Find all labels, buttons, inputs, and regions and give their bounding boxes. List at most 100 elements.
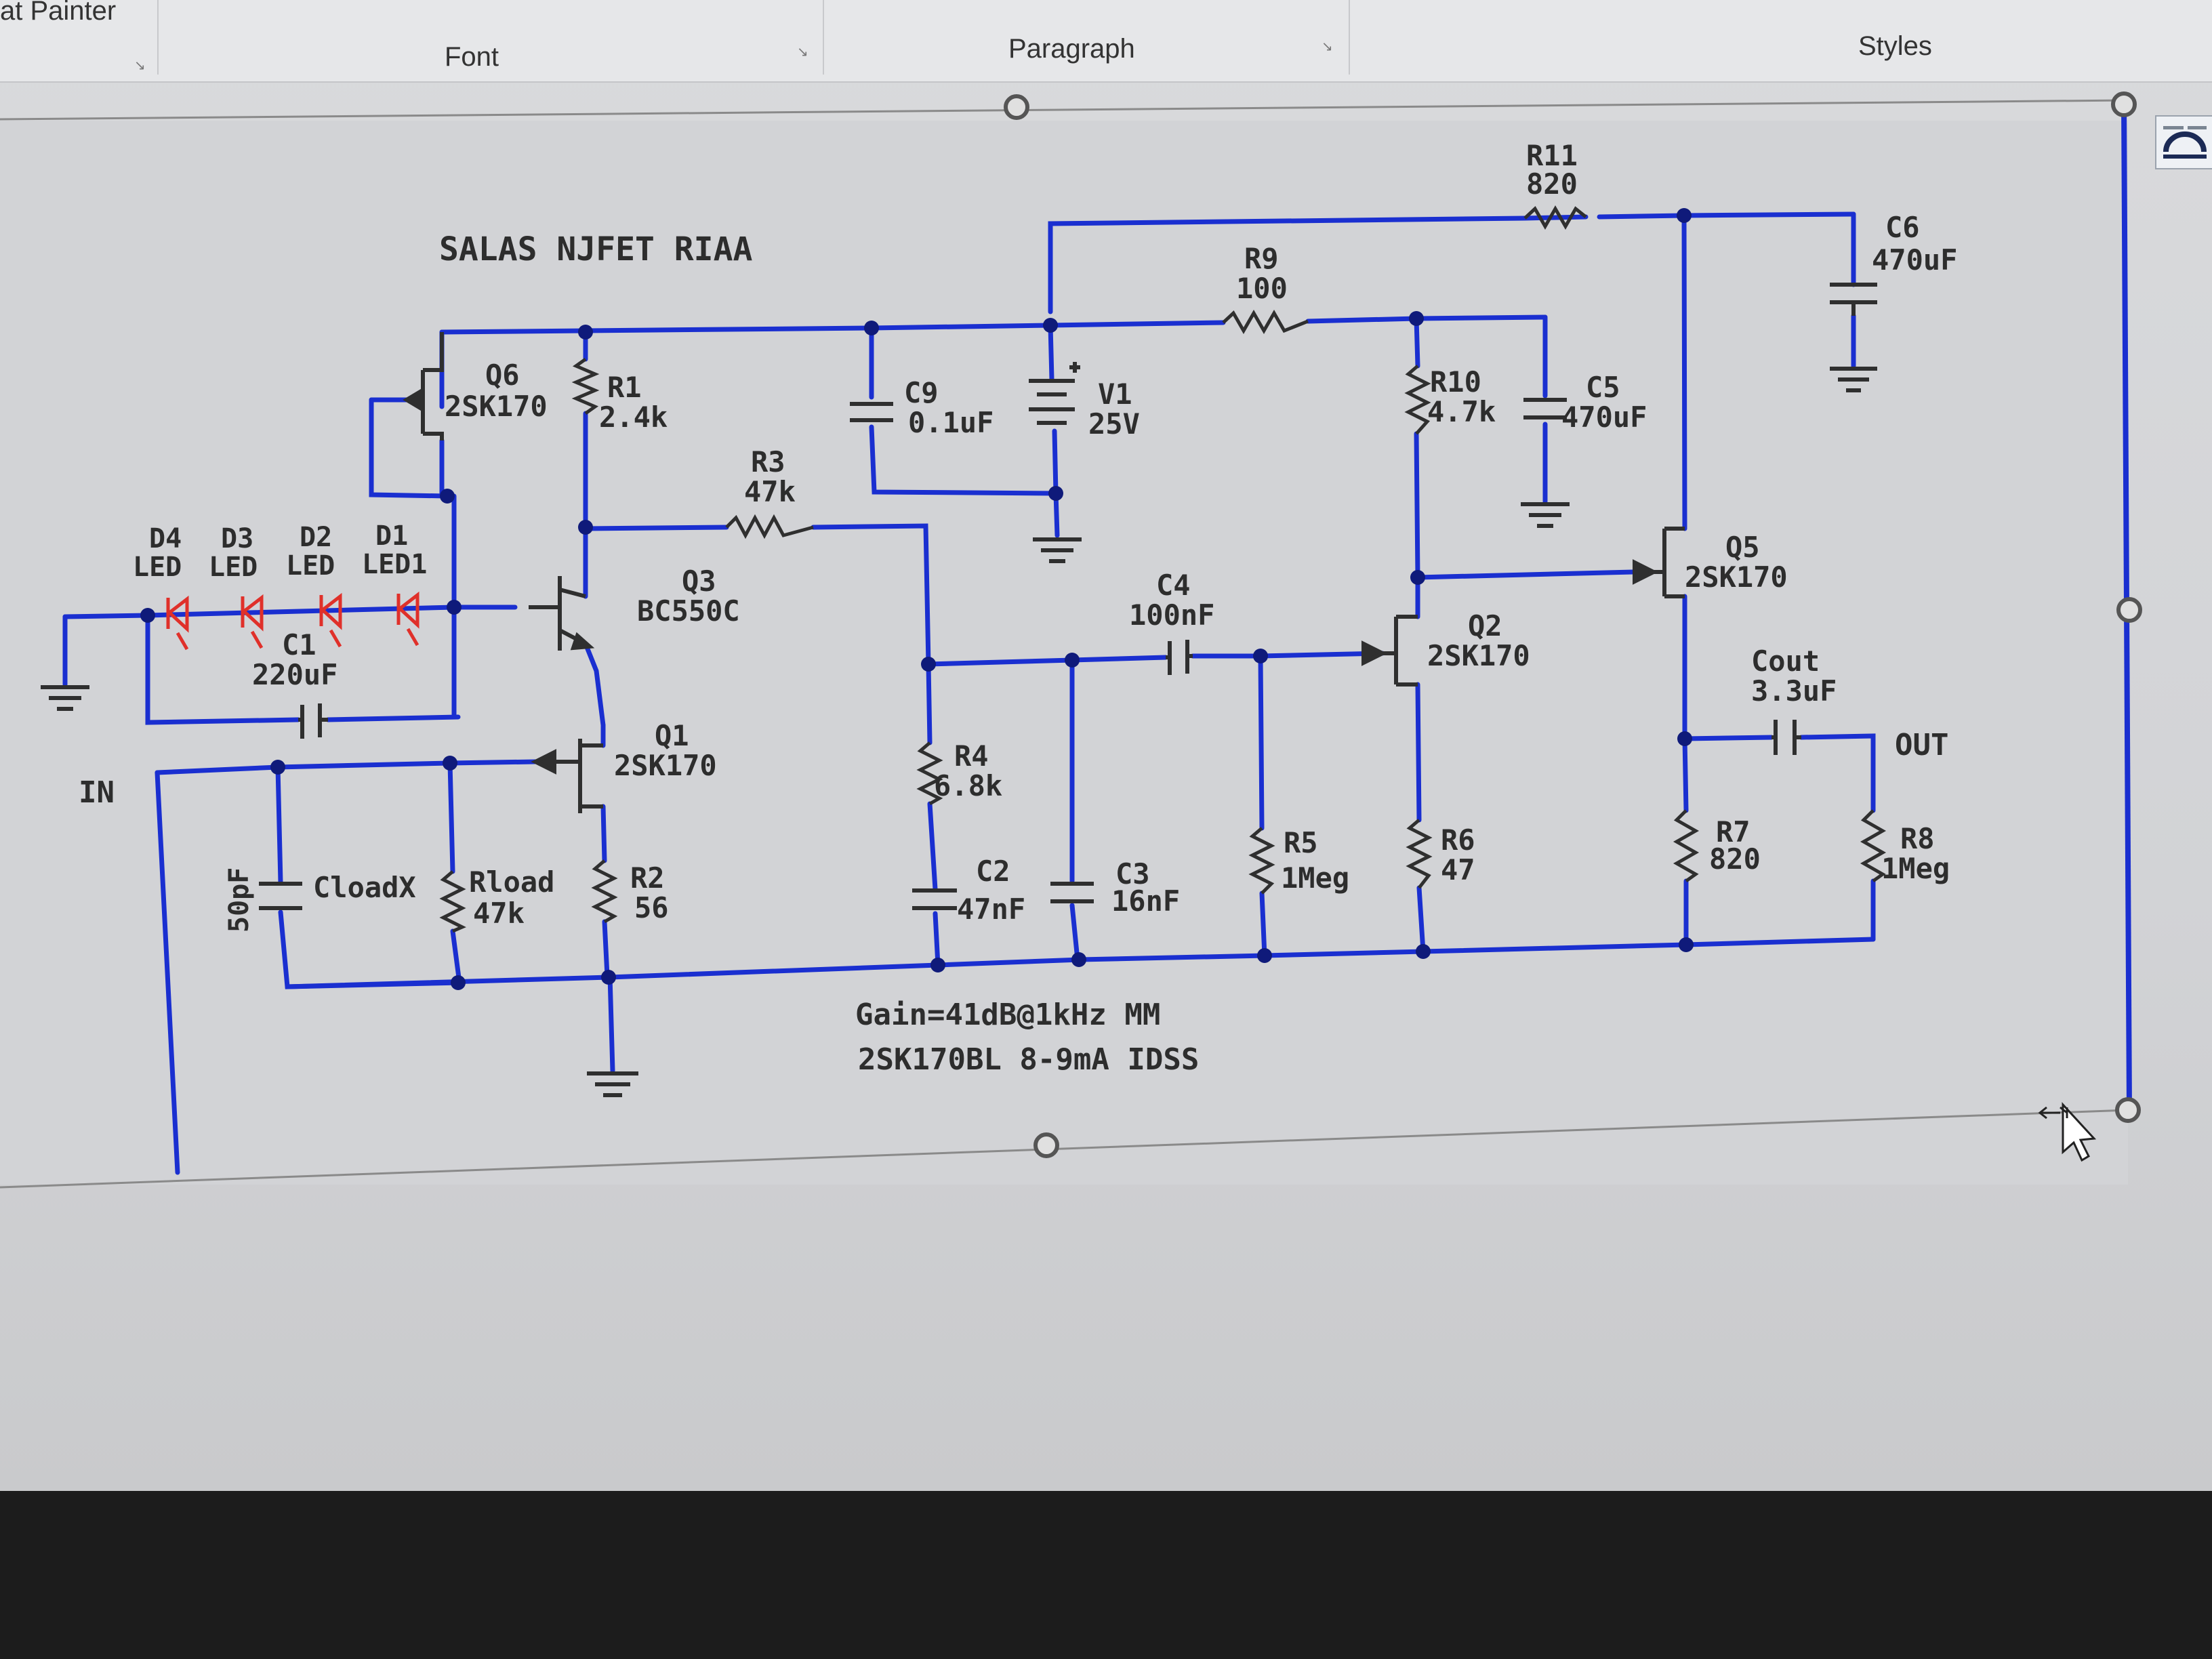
c4-name: C4 <box>1156 569 1191 602</box>
r7-name: R7 <box>1716 815 1750 848</box>
r4-name: R4 <box>954 739 989 773</box>
ribbon-separator <box>157 0 159 75</box>
r3-value: 47k <box>744 475 796 508</box>
resistor-r6 <box>1406 819 1433 889</box>
d1-name: D1 <box>375 520 408 552</box>
ground-icon <box>1830 367 1877 392</box>
jfet-q6 <box>403 332 444 441</box>
capacitor-c3 <box>1050 882 1094 903</box>
capacitor-c9 <box>850 402 893 422</box>
v1-name: V1 <box>1098 377 1132 411</box>
r9-value: 100 <box>1236 272 1288 305</box>
c1-name: C1 <box>282 628 316 661</box>
resistor-r3 <box>725 514 814 539</box>
capacitors <box>259 283 1877 910</box>
led-string <box>166 591 419 651</box>
q6-name: Q6 <box>485 359 520 392</box>
c3-name: C3 <box>1115 857 1150 890</box>
led-d2 <box>319 592 342 648</box>
format-painter-button[interactable]: at Painter <box>0 0 117 26</box>
paragraph-launcher-icon[interactable]: ↘ <box>1322 39 1333 54</box>
q3-name: Q3 <box>682 565 716 598</box>
resize-handle-top[interactable] <box>1004 94 1029 120</box>
r8-name: R8 <box>1900 822 1935 855</box>
rload-name: Rload <box>469 865 554 899</box>
transistors <box>403 332 1685 813</box>
cload-value: 50pF <box>224 867 255 933</box>
capacitor-c5 <box>1523 398 1567 419</box>
capacitor-c6 <box>1830 283 1877 316</box>
capacitor-c2 <box>912 888 957 910</box>
mouse-cursor-icon <box>2038 1102 2097 1162</box>
ribbon-separator <box>823 0 824 75</box>
gain-note: Gain=41dB@1kHz MM <box>855 998 1160 1032</box>
font-group-label: Font <box>445 42 499 72</box>
c9-name: C9 <box>904 376 939 409</box>
frame-bottom-border <box>0 1109 2129 1189</box>
q5-part: 2SK170 <box>1685 560 1788 594</box>
c2-value: 47nF <box>957 893 1025 926</box>
monitor-bezel <box>0 1491 2212 1659</box>
q1-part: 2SK170 <box>614 749 717 782</box>
r5-name: R5 <box>1284 826 1318 859</box>
screen: at Painter ↘ Font ↘ Paragraph ↘ Styles <box>0 0 2212 1491</box>
ground-icon <box>1033 537 1082 563</box>
q2-name: Q2 <box>1468 609 1502 642</box>
r10-value: 4.7k <box>1427 395 1496 428</box>
c9-value: 0.1uF <box>908 406 994 439</box>
ground-icon <box>41 685 89 711</box>
led-d4 <box>166 595 189 651</box>
resistors <box>439 205 1887 933</box>
q5-name: Q5 <box>1725 531 1760 564</box>
c6-value: 470uF <box>1872 243 1957 276</box>
resize-handle-top-right[interactable] <box>2111 91 2137 117</box>
frame-top-border <box>0 99 2129 121</box>
resistor-r5 <box>1248 827 1275 895</box>
c5-value: 470uF <box>1561 401 1647 434</box>
cload-name: CloadX <box>313 871 416 904</box>
resize-handle-bottom[interactable] <box>1033 1132 1059 1158</box>
r11-value: 820 <box>1526 167 1578 201</box>
bjt-q3 <box>529 576 595 651</box>
v1-value: 25V <box>1088 407 1140 441</box>
jfet-q2 <box>1361 615 1418 687</box>
capacitor-c4 <box>1166 640 1193 675</box>
cout-value: 3.3uF <box>1751 674 1837 708</box>
ground-icon <box>587 1071 638 1097</box>
ground-symbols <box>41 367 1877 1097</box>
r8-value: 1Meg <box>1881 852 1950 885</box>
led-d1 <box>396 591 419 647</box>
d3-name: D3 <box>221 523 253 554</box>
resize-handle-right[interactable] <box>2116 597 2142 623</box>
font-launcher-icon[interactable]: ↘ <box>797 45 808 60</box>
r7-value: 820 <box>1709 842 1761 876</box>
d4-type: LED <box>133 552 182 583</box>
r3-name: R3 <box>751 445 785 478</box>
jfet-q5 <box>1633 527 1685 598</box>
battery-v1 <box>1029 362 1080 425</box>
c3-value: 16nF <box>1111 884 1180 918</box>
resistor-r2 <box>591 859 618 924</box>
styles-group-label: Styles <box>1858 31 1932 61</box>
d2-name: D2 <box>300 522 332 553</box>
r1-name: R1 <box>607 371 642 404</box>
capacitor-cout <box>1771 720 1801 755</box>
resistor-r4 <box>916 741 943 806</box>
d3-type: LED <box>209 552 258 583</box>
r9-name: R9 <box>1244 242 1279 275</box>
schematic-title: SALAS NJFET RIAA <box>439 230 752 268</box>
r11-name: R11 <box>1526 139 1578 172</box>
cout-name: Cout <box>1751 644 1820 678</box>
resize-handle-bottom-right[interactable] <box>2115 1097 2141 1123</box>
resistor-rload <box>439 870 466 933</box>
clipboard-launcher-icon[interactable]: ↘ <box>134 58 146 73</box>
ground-icon <box>1521 502 1570 528</box>
layout-options-icon[interactable] <box>2155 115 2212 169</box>
r1-value: 2.4k <box>599 401 668 434</box>
d2-type: LED <box>286 550 335 581</box>
r10-name: R10 <box>1430 365 1481 398</box>
junction-dots <box>140 208 1694 990</box>
jfet-q1 <box>531 739 603 813</box>
capacitor-c1 <box>298 703 328 739</box>
idss-note: 2SK170BL 8-9mA IDSS <box>858 1042 1199 1077</box>
